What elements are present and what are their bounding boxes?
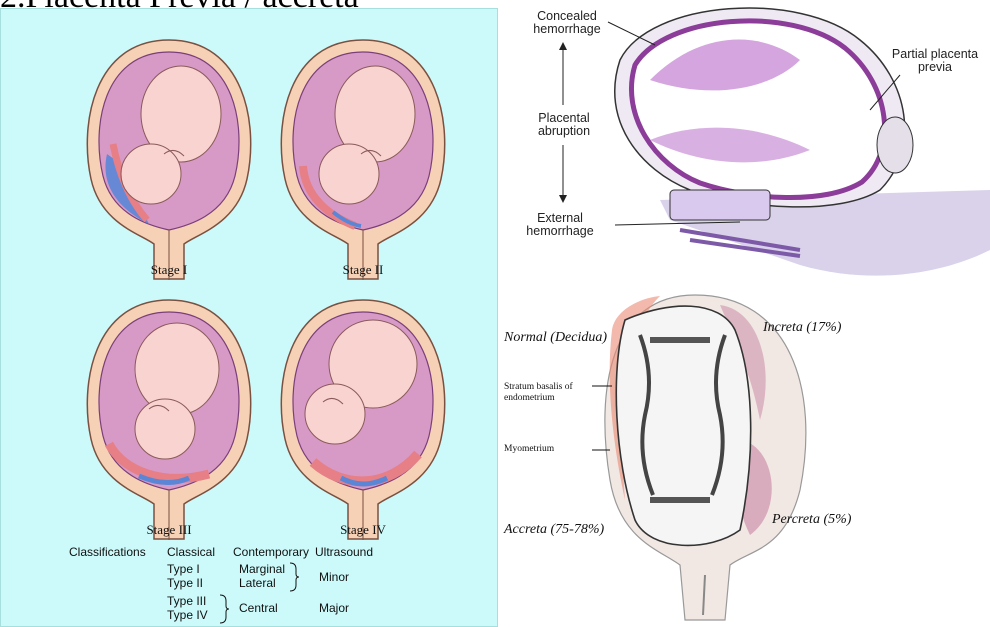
bracket-icon bbox=[219, 594, 229, 624]
stage-label: Stage IV bbox=[263, 522, 463, 538]
abruption-panel: Concealed hemorrhage Placental abruption… bbox=[500, 0, 990, 290]
classifications-header: Classifications bbox=[69, 545, 146, 559]
normal-decidua-label: Normal (Decidua) bbox=[504, 330, 607, 346]
myometrium-label: Myometrium bbox=[504, 444, 554, 455]
contemporary-marginal: Marginal bbox=[239, 562, 285, 576]
increta-label: Increta (17%) bbox=[763, 320, 841, 336]
col-contemporary: Contemporary bbox=[233, 545, 309, 559]
accreta-label: Accreta (75-78%) bbox=[504, 522, 604, 538]
contemporary-lateral: Lateral bbox=[239, 576, 276, 590]
stage-3-illustration: Stage III bbox=[69, 294, 269, 554]
type-3: Type III bbox=[167, 594, 206, 608]
external-hemorrhage-label: External hemorrhage bbox=[520, 212, 600, 238]
partial-placenta-previa-label: Partial placenta previa bbox=[880, 48, 990, 74]
stratum-basalis-label: Stratum basalis of endometrium bbox=[504, 382, 594, 404]
previa-stages-panel: Stage I Stage II Stage III bbox=[0, 8, 498, 627]
stage-label: Stage II bbox=[263, 262, 463, 278]
stage-label: Stage I bbox=[69, 262, 269, 278]
bracket-icon bbox=[289, 562, 299, 592]
contemporary-central: Central bbox=[239, 601, 278, 615]
placental-abruption-label: Placental abruption bbox=[524, 112, 604, 138]
col-ultrasound: Ultrasound bbox=[315, 545, 373, 559]
type-4: Type IV bbox=[167, 608, 208, 622]
ultrasound-minor: Minor bbox=[319, 570, 349, 584]
stage-label: Stage III bbox=[69, 522, 269, 538]
concealed-hemorrhage-label: Concealed hemorrhage bbox=[528, 10, 606, 36]
stage-1-illustration: Stage I bbox=[69, 34, 269, 294]
stage-4-illustration: Stage IV bbox=[263, 294, 463, 554]
type-1: Type I bbox=[167, 562, 200, 576]
percreta-label: Percreta (5%) bbox=[772, 512, 851, 528]
stage-2-illustration: Stage II bbox=[263, 34, 463, 294]
ultrasound-major: Major bbox=[319, 601, 349, 615]
accreta-panel: Normal (Decidua) Increta (17%) Stratum b… bbox=[500, 290, 990, 627]
col-classical: Classical bbox=[167, 545, 215, 559]
type-2: Type II bbox=[167, 576, 203, 590]
abruption-illustration bbox=[500, 0, 990, 290]
